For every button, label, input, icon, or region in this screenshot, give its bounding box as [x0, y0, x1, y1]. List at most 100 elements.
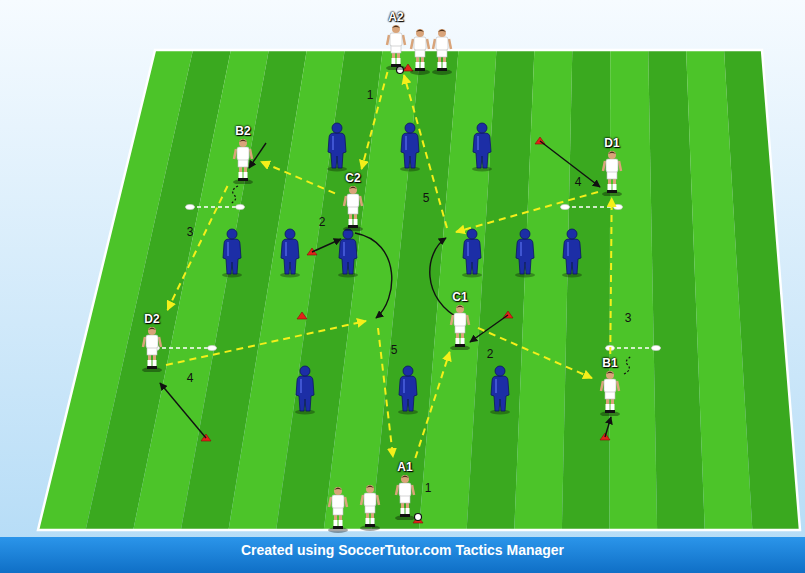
shirt [454, 313, 466, 326]
shirt [414, 37, 426, 50]
mannequin-highlight [567, 242, 569, 256]
dribble-path [624, 356, 632, 374]
shadow [398, 410, 418, 415]
player-label: A2 [388, 10, 403, 24]
pass-connector [261, 162, 335, 194]
mannequin-highlight [477, 136, 479, 150]
sock [416, 62, 420, 68]
boot [365, 524, 370, 527]
pass-connector [362, 72, 388, 169]
head [392, 25, 400, 33]
boot [333, 526, 338, 529]
mannequin [338, 229, 358, 278]
cones [201, 64, 610, 523]
head [456, 305, 464, 313]
sock [421, 62, 425, 68]
shirt [364, 493, 376, 506]
sock [443, 62, 447, 68]
mannequin [490, 366, 510, 415]
leg [397, 52, 400, 64]
shadow [338, 273, 358, 278]
player-figure [360, 485, 380, 531]
arm [329, 497, 331, 507]
player-figure [410, 29, 430, 75]
ball [415, 514, 422, 521]
hair [606, 372, 614, 375]
head [349, 186, 357, 194]
arm [143, 337, 145, 347]
head [401, 475, 409, 483]
pass-number: 2 [319, 216, 326, 229]
player: B1 [594, 356, 626, 416]
sock [397, 58, 401, 64]
shirt [436, 37, 448, 50]
shadow [395, 515, 415, 520]
hair [148, 328, 156, 331]
mannequin-body [463, 239, 481, 274]
leg [339, 514, 342, 526]
sock [392, 58, 396, 64]
dribble-path [230, 186, 238, 204]
mannequin-highlight [343, 242, 345, 256]
white-marker [208, 346, 217, 351]
shadow [462, 273, 482, 278]
mannequin [222, 229, 242, 278]
shadow [142, 367, 162, 372]
mannequin [472, 123, 492, 172]
leg [153, 354, 156, 366]
gates [151, 205, 661, 351]
boot [455, 344, 460, 347]
leg [406, 502, 409, 514]
hair [456, 306, 464, 309]
run-arrow [355, 233, 392, 318]
mannequin [462, 229, 482, 278]
pass-number: 4 [575, 176, 582, 189]
mannequin [515, 229, 535, 278]
mannequin-highlight [467, 242, 469, 256]
hair [366, 486, 374, 489]
boot [437, 68, 442, 71]
leg [334, 514, 337, 526]
shadow [600, 411, 620, 416]
boot [415, 68, 420, 71]
white-marker [236, 205, 245, 210]
grass-stripe [562, 50, 610, 530]
leg [461, 332, 464, 344]
boot [370, 524, 375, 527]
sock [611, 404, 615, 410]
shadow [327, 167, 347, 172]
shirt [604, 379, 616, 392]
sock [148, 360, 152, 366]
leg [366, 512, 369, 524]
pass-connector [610, 198, 611, 354]
mannequin-body [516, 239, 534, 274]
shadow [222, 273, 242, 278]
hair [416, 30, 424, 33]
mannequin-highlight [520, 242, 522, 256]
arm [360, 196, 362, 206]
shadow [515, 273, 535, 278]
player-figure [383, 24, 409, 70]
mannequin-highlight [405, 136, 407, 150]
mannequin [400, 123, 420, 172]
arm [396, 485, 398, 495]
shadow [295, 410, 315, 415]
arm [603, 161, 605, 171]
shirt [390, 33, 402, 46]
leg [239, 166, 242, 178]
pass-line [456, 192, 598, 232]
sock [153, 360, 157, 366]
player-figure [447, 304, 473, 350]
shadow [360, 525, 380, 531]
run-arrow [605, 417, 611, 437]
player-figure [230, 138, 256, 184]
mannequin-highlight [332, 136, 334, 150]
leg [148, 354, 151, 366]
grass-stripe [724, 50, 800, 530]
shadow [602, 191, 622, 196]
pass-connector [478, 328, 592, 378]
leg [456, 332, 459, 344]
arm [619, 161, 621, 171]
shadow [280, 273, 300, 278]
leg [244, 166, 247, 178]
